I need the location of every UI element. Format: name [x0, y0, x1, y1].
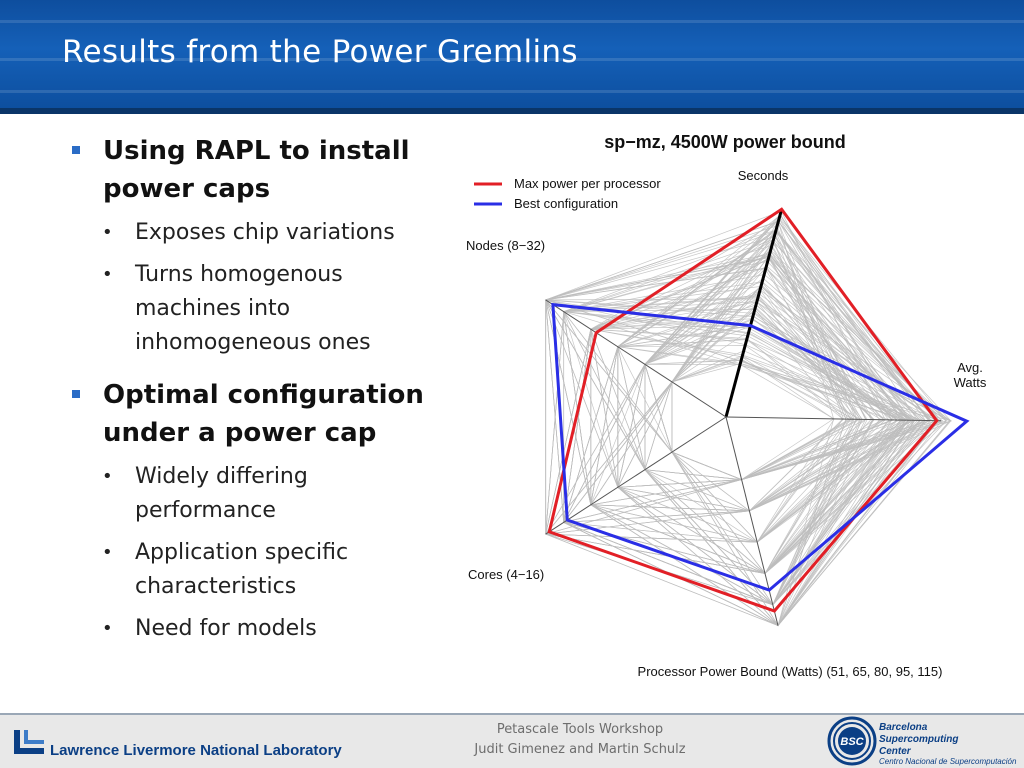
- background-config-line: [545, 268, 909, 606]
- llnl-name: Lawrence Livermore National Laboratory: [50, 742, 342, 759]
- bsc-logo-icon: BSC: [827, 716, 877, 766]
- background-config-line: [563, 339, 935, 574]
- background-config-line: [644, 213, 901, 606]
- background-config-line: [545, 257, 868, 606]
- bullet-text: Optimal configuration under a power cap: [103, 380, 424, 448]
- series-line: [551, 302, 970, 592]
- footer-divider: [0, 713, 1024, 715]
- bsc-badge: BSC: [840, 736, 864, 748]
- bullet-item: Using RAPL to install power caps: [72, 132, 442, 208]
- bsc-name-line: Center: [879, 746, 911, 757]
- background-config-line: [563, 274, 947, 512]
- sub-bullet-item: • Application specific characteristics: [72, 536, 442, 604]
- background-config-line: [563, 281, 926, 523]
- square-bullet-icon: [72, 146, 80, 154]
- bsc-name-line: Barcelona: [879, 722, 928, 733]
- dot-bullet-icon: •: [102, 618, 113, 639]
- background-config-line: [545, 236, 943, 627]
- axis-spokes: [545, 208, 942, 626]
- bsc-subtitle: Centro Nacional de Supercomputación: [879, 757, 1017, 766]
- background-config-line: [563, 284, 907, 606]
- sub-bullet-text: Exposes chip variations: [135, 220, 395, 245]
- axis-label: Cores (4−16): [468, 567, 544, 582]
- title-bar: [0, 0, 1024, 108]
- square-bullet-icon: [72, 390, 80, 398]
- title-underline: [0, 108, 1024, 114]
- background-config-line: [563, 230, 912, 627]
- background-configurations: [544, 210, 953, 627]
- chart-title: sp−mz, 4500W power bound: [604, 132, 846, 152]
- sub-bullet-text: Turns homogenous machines into inhomogen…: [135, 262, 371, 355]
- background-config-line: [545, 267, 921, 627]
- title-bar-streak: [0, 90, 1024, 93]
- series-layer: [547, 207, 970, 613]
- title-bar-streak: [0, 58, 1024, 61]
- sub-bullet-text: Widely differing performance: [135, 464, 308, 523]
- dot-bullet-icon: •: [102, 222, 113, 243]
- axis-spoke: [545, 299, 727, 418]
- background-config-line: [644, 218, 902, 574]
- background-config-line: [617, 330, 909, 574]
- authors: Judit Gimenez and Martin Schulz: [474, 742, 686, 757]
- axis-label: Seconds: [738, 168, 789, 183]
- event-name: Petascale Tools Workshop: [496, 722, 664, 737]
- bsc-name: Barcelona Supercomputing Center: [879, 722, 958, 758]
- footer-credits: Petascale Tools Workshop Judit Gimenez a…: [380, 720, 780, 760]
- title-bar-streak: [0, 20, 1024, 23]
- sub-bullet-item: • Widely differing performance: [72, 460, 442, 528]
- llnl-logo-icon: [14, 730, 44, 754]
- legend-label: Max power per processor: [514, 176, 661, 191]
- axis-spoke: [724, 208, 784, 418]
- background-config-line: [545, 356, 835, 627]
- sub-bullet-item: • Exposes chip variations: [72, 216, 442, 250]
- axis-label: Nodes (8−32): [466, 238, 545, 253]
- axis-spoke: [545, 416, 727, 535]
- sub-bullet-item: • Need for models: [72, 612, 442, 646]
- bullet-item: Optimal configuration under a power cap: [72, 376, 442, 452]
- sub-bullet-text: Need for models: [135, 616, 317, 641]
- background-config-line: [617, 345, 853, 488]
- background-config-line: [590, 233, 844, 512]
- dot-bullet-icon: •: [102, 264, 113, 285]
- axis-label: Avg.Watts: [954, 360, 987, 390]
- sub-bullet-item: • Turns homogenous machines into inhomog…: [72, 258, 442, 360]
- axis-spoke: [725, 416, 942, 422]
- axis-label: Processor Power Bound (Watts) (51, 65, 8…: [638, 664, 943, 679]
- background-config-line: [545, 309, 844, 543]
- bullet-text: Using RAPL to install power caps: [103, 136, 410, 204]
- bullet-list: Using RAPL to install power caps • Expos…: [72, 132, 442, 654]
- dot-bullet-icon: •: [102, 466, 113, 487]
- dot-bullet-icon: •: [102, 542, 113, 563]
- background-config-line: [644, 319, 953, 480]
- slide-title: Results from the Power Gremlins: [62, 34, 578, 70]
- bsc-name-line: Supercomputing: [879, 734, 959, 745]
- legend-label: Best configuration: [514, 196, 618, 211]
- sub-bullet-text: Application specific characteristics: [135, 540, 349, 599]
